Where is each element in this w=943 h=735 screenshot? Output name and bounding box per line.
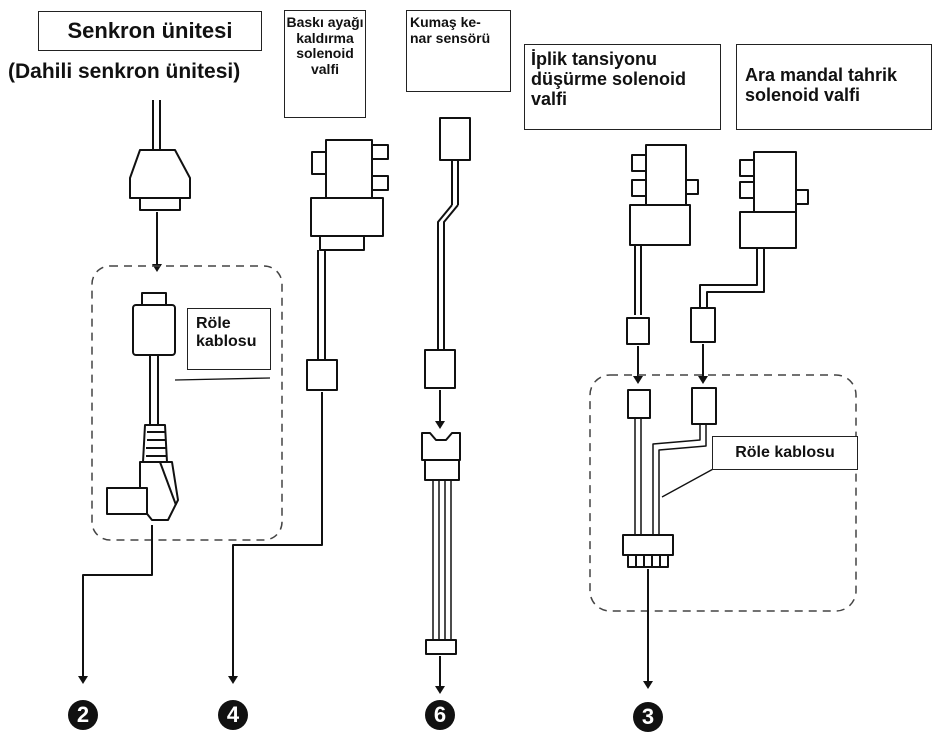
relay-cable-right <box>622 387 717 568</box>
relay-left-line: kablosu <box>196 332 257 350</box>
relay-pointer-right <box>661 467 716 498</box>
presser-label-line: valfi <box>310 61 339 78</box>
relay-pointer-left <box>174 377 271 381</box>
relay-cable-left <box>106 292 179 521</box>
thread-solenoid-label: İplik tansiyonu düşürme solenoid valfi <box>524 44 721 130</box>
thread-label-line: İplik tansiyonu <box>531 49 658 69</box>
ara-label-line: solenoid valfi <box>745 85 861 106</box>
relay-cable-label-right: Röle kablosu <box>712 436 858 470</box>
connector-number-3: 3 <box>633 702 663 732</box>
fabric-label-line: nar sensörü <box>410 29 491 46</box>
presser-solenoid-label: Baskı ayağı kaldırma solenoid valfi <box>284 10 366 118</box>
fabric-label-line: Kumaş ke- <box>410 14 481 30</box>
thread-solenoid <box>626 144 699 345</box>
thread-label-line: düşürme solenoid <box>531 69 687 90</box>
fabric-sensor-label: Kumaş ke- nar sensörü <box>406 10 511 92</box>
sync-unit-subtitle: (Dahili senkron ünitesi) <box>8 60 241 83</box>
ara-label-line: Ara mandal tahrik <box>745 65 898 85</box>
sync-unit-title: Senkron ünitesi <box>67 18 233 43</box>
presser-output-line <box>228 392 323 684</box>
connector-number-6: 6 <box>425 700 455 730</box>
presser-solenoid <box>306 139 389 391</box>
relay-cable-label-left: Röle kablosu <box>187 308 271 370</box>
relay-box-left <box>91 265 283 541</box>
sync-unit-label: Senkron ünitesi <box>38 11 262 51</box>
relay-box-right <box>589 374 857 612</box>
presser-label-line: solenoid <box>296 45 354 62</box>
sync-unit-connector <box>129 100 191 211</box>
relay-left-line: Röle <box>196 315 231 332</box>
sync-output-line <box>78 525 153 684</box>
presser-label-line: kaldırma <box>296 29 354 46</box>
presser-label-line: Baskı ayağı <box>286 14 364 30</box>
thread-label-line: valfi <box>531 89 568 110</box>
ara-solenoid-label: Ara mandal tahrik solenoid valfi <box>736 44 932 130</box>
fabric-sensor <box>424 117 471 389</box>
relay-right-text: Röle kablosu <box>735 444 835 461</box>
connector-number-4: 4 <box>218 700 248 730</box>
connector-number-2: 2 <box>68 700 98 730</box>
ara-solenoid <box>690 151 809 343</box>
fabric-relay-cable <box>421 432 461 655</box>
